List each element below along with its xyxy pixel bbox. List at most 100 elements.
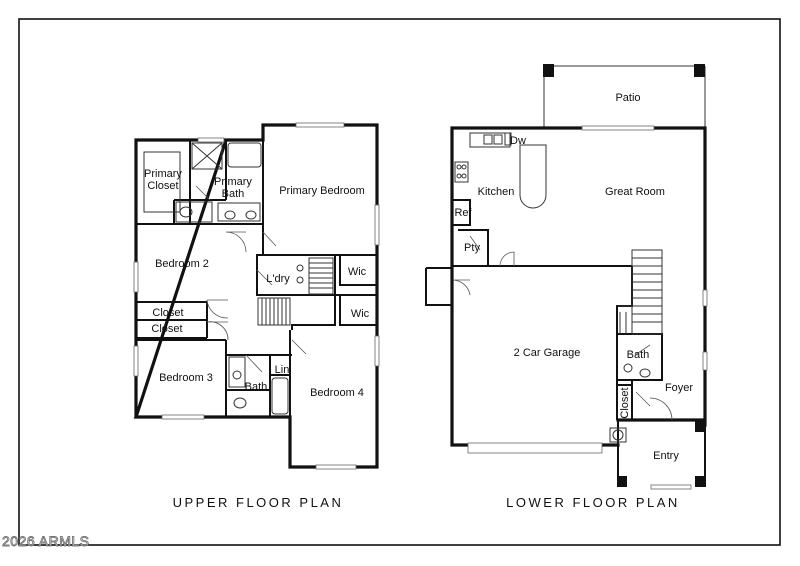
water-heater: [609, 427, 627, 443]
vanity: [228, 356, 246, 388]
burner-icon: [456, 173, 462, 179]
window: [702, 351, 708, 371]
copyright-watermark: 2026 ARMLS: [2, 533, 90, 549]
window: [315, 464, 357, 470]
room-label-dishwasher: Dw: [510, 135, 526, 147]
window: [374, 335, 380, 367]
window: [133, 345, 139, 377]
upper-floor-plan: [133, 122, 380, 470]
sink-icon: [245, 210, 257, 220]
sink-icon: [224, 210, 236, 220]
door-swing: [206, 321, 229, 341]
window: [374, 204, 380, 246]
range-icon: [454, 161, 469, 183]
door-swing: [256, 269, 273, 286]
page-frame: [18, 18, 781, 546]
kitchen-island: [519, 144, 547, 209]
door-swing: [262, 231, 277, 247]
dishwasher-icon: [504, 132, 512, 146]
toilet-icon: [179, 206, 193, 218]
room-label-pantry: Pty: [464, 242, 480, 254]
lower-floor-plan: [425, 64, 708, 490]
room-label-bedroom-2: Bedroom 2: [155, 258, 209, 270]
room-label-primary-bedroom: Primary Bedroom: [279, 185, 365, 197]
door-swing: [649, 397, 673, 421]
room-label-bedroom-3: Bedroom 3: [159, 372, 213, 384]
room-label-bath: Bath: [245, 381, 268, 393]
room-label-wic-1: Wic: [348, 266, 367, 278]
burner-icon: [456, 164, 462, 170]
window: [467, 442, 603, 454]
room-label-patio: Patio: [615, 92, 640, 104]
room-label-primary-closet-line2: Closet: [147, 180, 178, 192]
stair-treads: [632, 257, 662, 323]
sink-icon: [232, 370, 242, 380]
sink-icon: [493, 134, 503, 145]
upper-floor-plan-title: UPPER FLOOR PLAN: [173, 495, 344, 510]
door-swing: [452, 279, 471, 296]
entry-post: [617, 476, 627, 487]
door-swing: [225, 231, 247, 253]
window: [197, 137, 225, 143]
room-label-laundry: L'dry: [266, 273, 290, 285]
door-swing: [635, 391, 651, 407]
room-label-foyer: Foyer: [665, 382, 693, 394]
bathtub-fixture: [227, 142, 262, 168]
patio-post: [543, 64, 554, 77]
room-label-linen: Lin: [275, 364, 290, 376]
room-label-great-room: Great Room: [605, 186, 665, 198]
sink-icon: [483, 134, 493, 145]
vanity: [217, 202, 261, 222]
room-label-closet-2: Closet: [151, 323, 182, 335]
closet-shelf: [143, 151, 181, 213]
door-swing: [634, 344, 651, 356]
lower-floor-walls: [450, 126, 707, 447]
water-heater-icon: [612, 429, 624, 441]
door-swing: [499, 251, 515, 267]
toilet-icon: [639, 368, 651, 378]
door-swing: [291, 339, 307, 355]
room-label-kitchen: Kitchen: [478, 186, 515, 198]
stair-treads: [261, 298, 287, 325]
kitchen-counter: [469, 132, 511, 148]
door-swing: [469, 235, 481, 251]
room-label-bath: Bath: [627, 349, 650, 361]
stair-block: [308, 257, 334, 295]
stair-block: [631, 249, 663, 335]
room-label-primary-closet-line1: Primary: [144, 168, 182, 180]
door-swing: [195, 185, 211, 201]
room-label-bedroom-4: Bedroom 4: [310, 387, 364, 399]
room-label-closet-1: Closet: [152, 307, 183, 319]
door-swing: [245, 354, 263, 373]
window: [650, 484, 692, 490]
toilet-icon: [233, 397, 247, 409]
room-label-entry: Entry: [653, 450, 679, 462]
stair-treads: [309, 262, 333, 289]
burner-icon: [461, 164, 467, 170]
shower-fixture: [191, 142, 223, 170]
dryer-icon: [296, 276, 304, 284]
door-swing: [206, 299, 229, 319]
window: [161, 414, 205, 420]
room-label-primary-bath-line1: Primary: [214, 176, 252, 188]
window: [133, 261, 139, 293]
burner-icon: [461, 173, 467, 179]
room-label-refrigerator: Ref: [454, 207, 472, 219]
room-label-closet: Closet: [619, 387, 631, 418]
toilet-enclosure: [175, 201, 213, 223]
patio-post: [694, 64, 705, 77]
lower-floor-plan-title: LOWER FLOOR PLAN: [506, 495, 680, 510]
washer-icon: [296, 264, 304, 272]
window: [702, 289, 708, 307]
window: [581, 125, 655, 131]
room-label-wic-2: Wic: [351, 308, 370, 320]
entry-post: [695, 476, 705, 487]
room-label-garage: 2 Car Garage: [514, 347, 581, 359]
window: [295, 122, 345, 128]
shower-cross: [191, 142, 223, 170]
room-label-primary-bath-line2: Bath: [222, 188, 245, 200]
sink-icon: [623, 363, 633, 373]
stair-landing: [617, 305, 632, 334]
bathtub-fixture: [271, 377, 289, 415]
